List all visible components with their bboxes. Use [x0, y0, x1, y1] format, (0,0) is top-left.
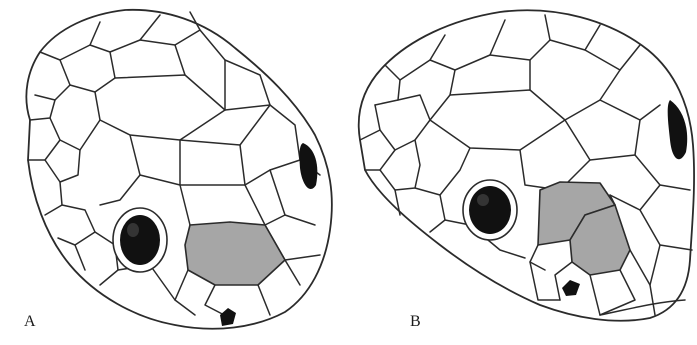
panel-b-label: B — [410, 313, 421, 331]
panel-a-head-drawing — [26, 10, 332, 329]
panel-b-head-drawing — [359, 10, 694, 320]
panel-a-label: A — [24, 313, 36, 331]
panel-a-eye — [120, 215, 160, 265]
panel-b-eye — [469, 186, 511, 234]
